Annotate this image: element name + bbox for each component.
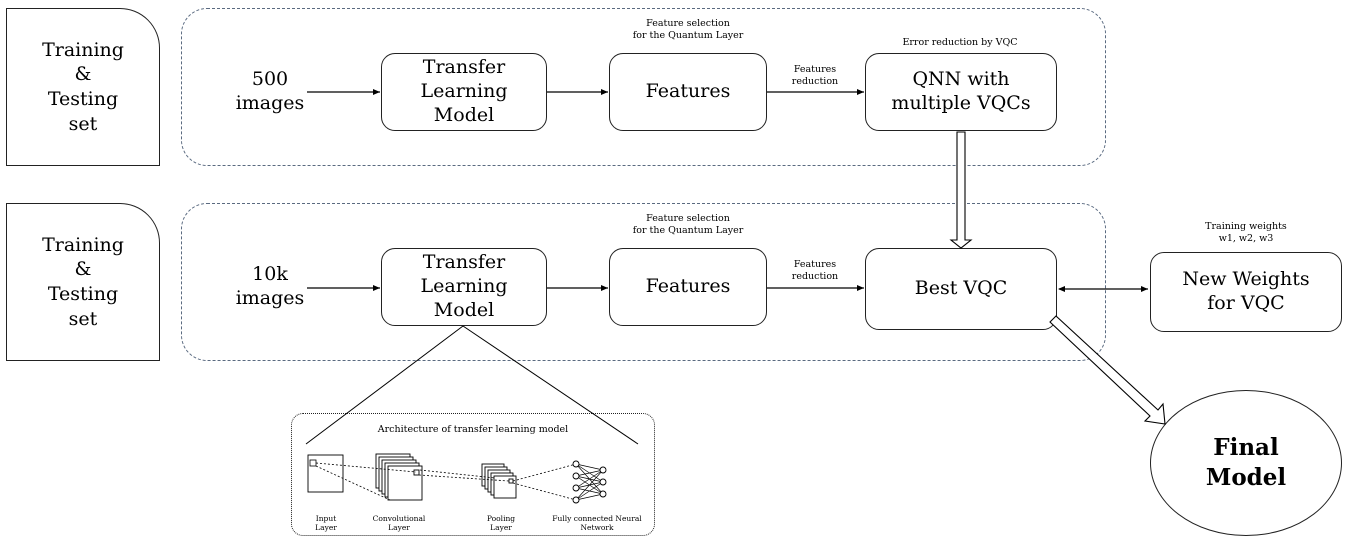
transfer-learning-model-bottom: Transfer Learning Model	[381, 248, 547, 326]
feature-selection-note-top: Feature selection for the Quantum Layer	[632, 18, 744, 41]
conv-layer-label: Convolutional Layer	[372, 514, 426, 533]
fc-network-nodes	[572, 460, 607, 504]
top-pipeline-region	[181, 8, 1106, 166]
feature-selection-note-bottom: Feature selection for the Quantum Layer	[632, 213, 744, 236]
features-box-top: Features	[609, 53, 767, 131]
zoom-line-left	[305, 325, 464, 445]
block-arrow-qnn-to-best-vqc	[949, 131, 973, 249]
pooling-layer-label: Pooling Layer	[486, 514, 516, 533]
fc-network-label: Fully connected Neural Network	[552, 514, 642, 533]
input-images-top: 500 images	[235, 68, 305, 114]
pooling-layer-stack	[481, 463, 517, 499]
input-layer-square	[307, 454, 344, 493]
block-arrow-best-vqc-to-final	[1049, 315, 1166, 425]
input-layer-label: Input Layer	[315, 514, 337, 533]
best-vqc-box: Best VQC	[865, 248, 1057, 330]
arch-dotted-links	[315, 462, 577, 501]
new-weights-box: New Weights for VQC	[1150, 252, 1342, 332]
final-model-circle: Final Model	[1150, 390, 1342, 536]
qnn-box: QNN with multiple VQCs	[865, 53, 1057, 131]
conv-layer-stack	[375, 453, 423, 501]
features-box-bottom: Features	[609, 248, 767, 326]
training-weights-note: Training weights w1, w2, w3	[1205, 221, 1287, 244]
architecture-panel	[291, 413, 655, 536]
features-reduction-note-bottom: Features reduction	[791, 259, 839, 282]
fc-network-edges	[575, 463, 604, 501]
zoom-line-right	[462, 325, 639, 445]
training-testing-set-bottom: Training & Testing set	[6, 203, 160, 361]
features-reduction-note-top: Features reduction	[791, 64, 839, 87]
error-reduction-note: Error reduction by VQC	[902, 37, 1018, 48]
input-images-bottom: 10k images	[235, 263, 305, 309]
training-testing-set-top: Training & Testing set	[6, 8, 160, 166]
transfer-learning-model-top: Transfer Learning Model	[381, 53, 547, 131]
bottom-pipeline-region	[181, 203, 1106, 361]
architecture-title: Architecture of transfer learning model	[377, 424, 569, 435]
